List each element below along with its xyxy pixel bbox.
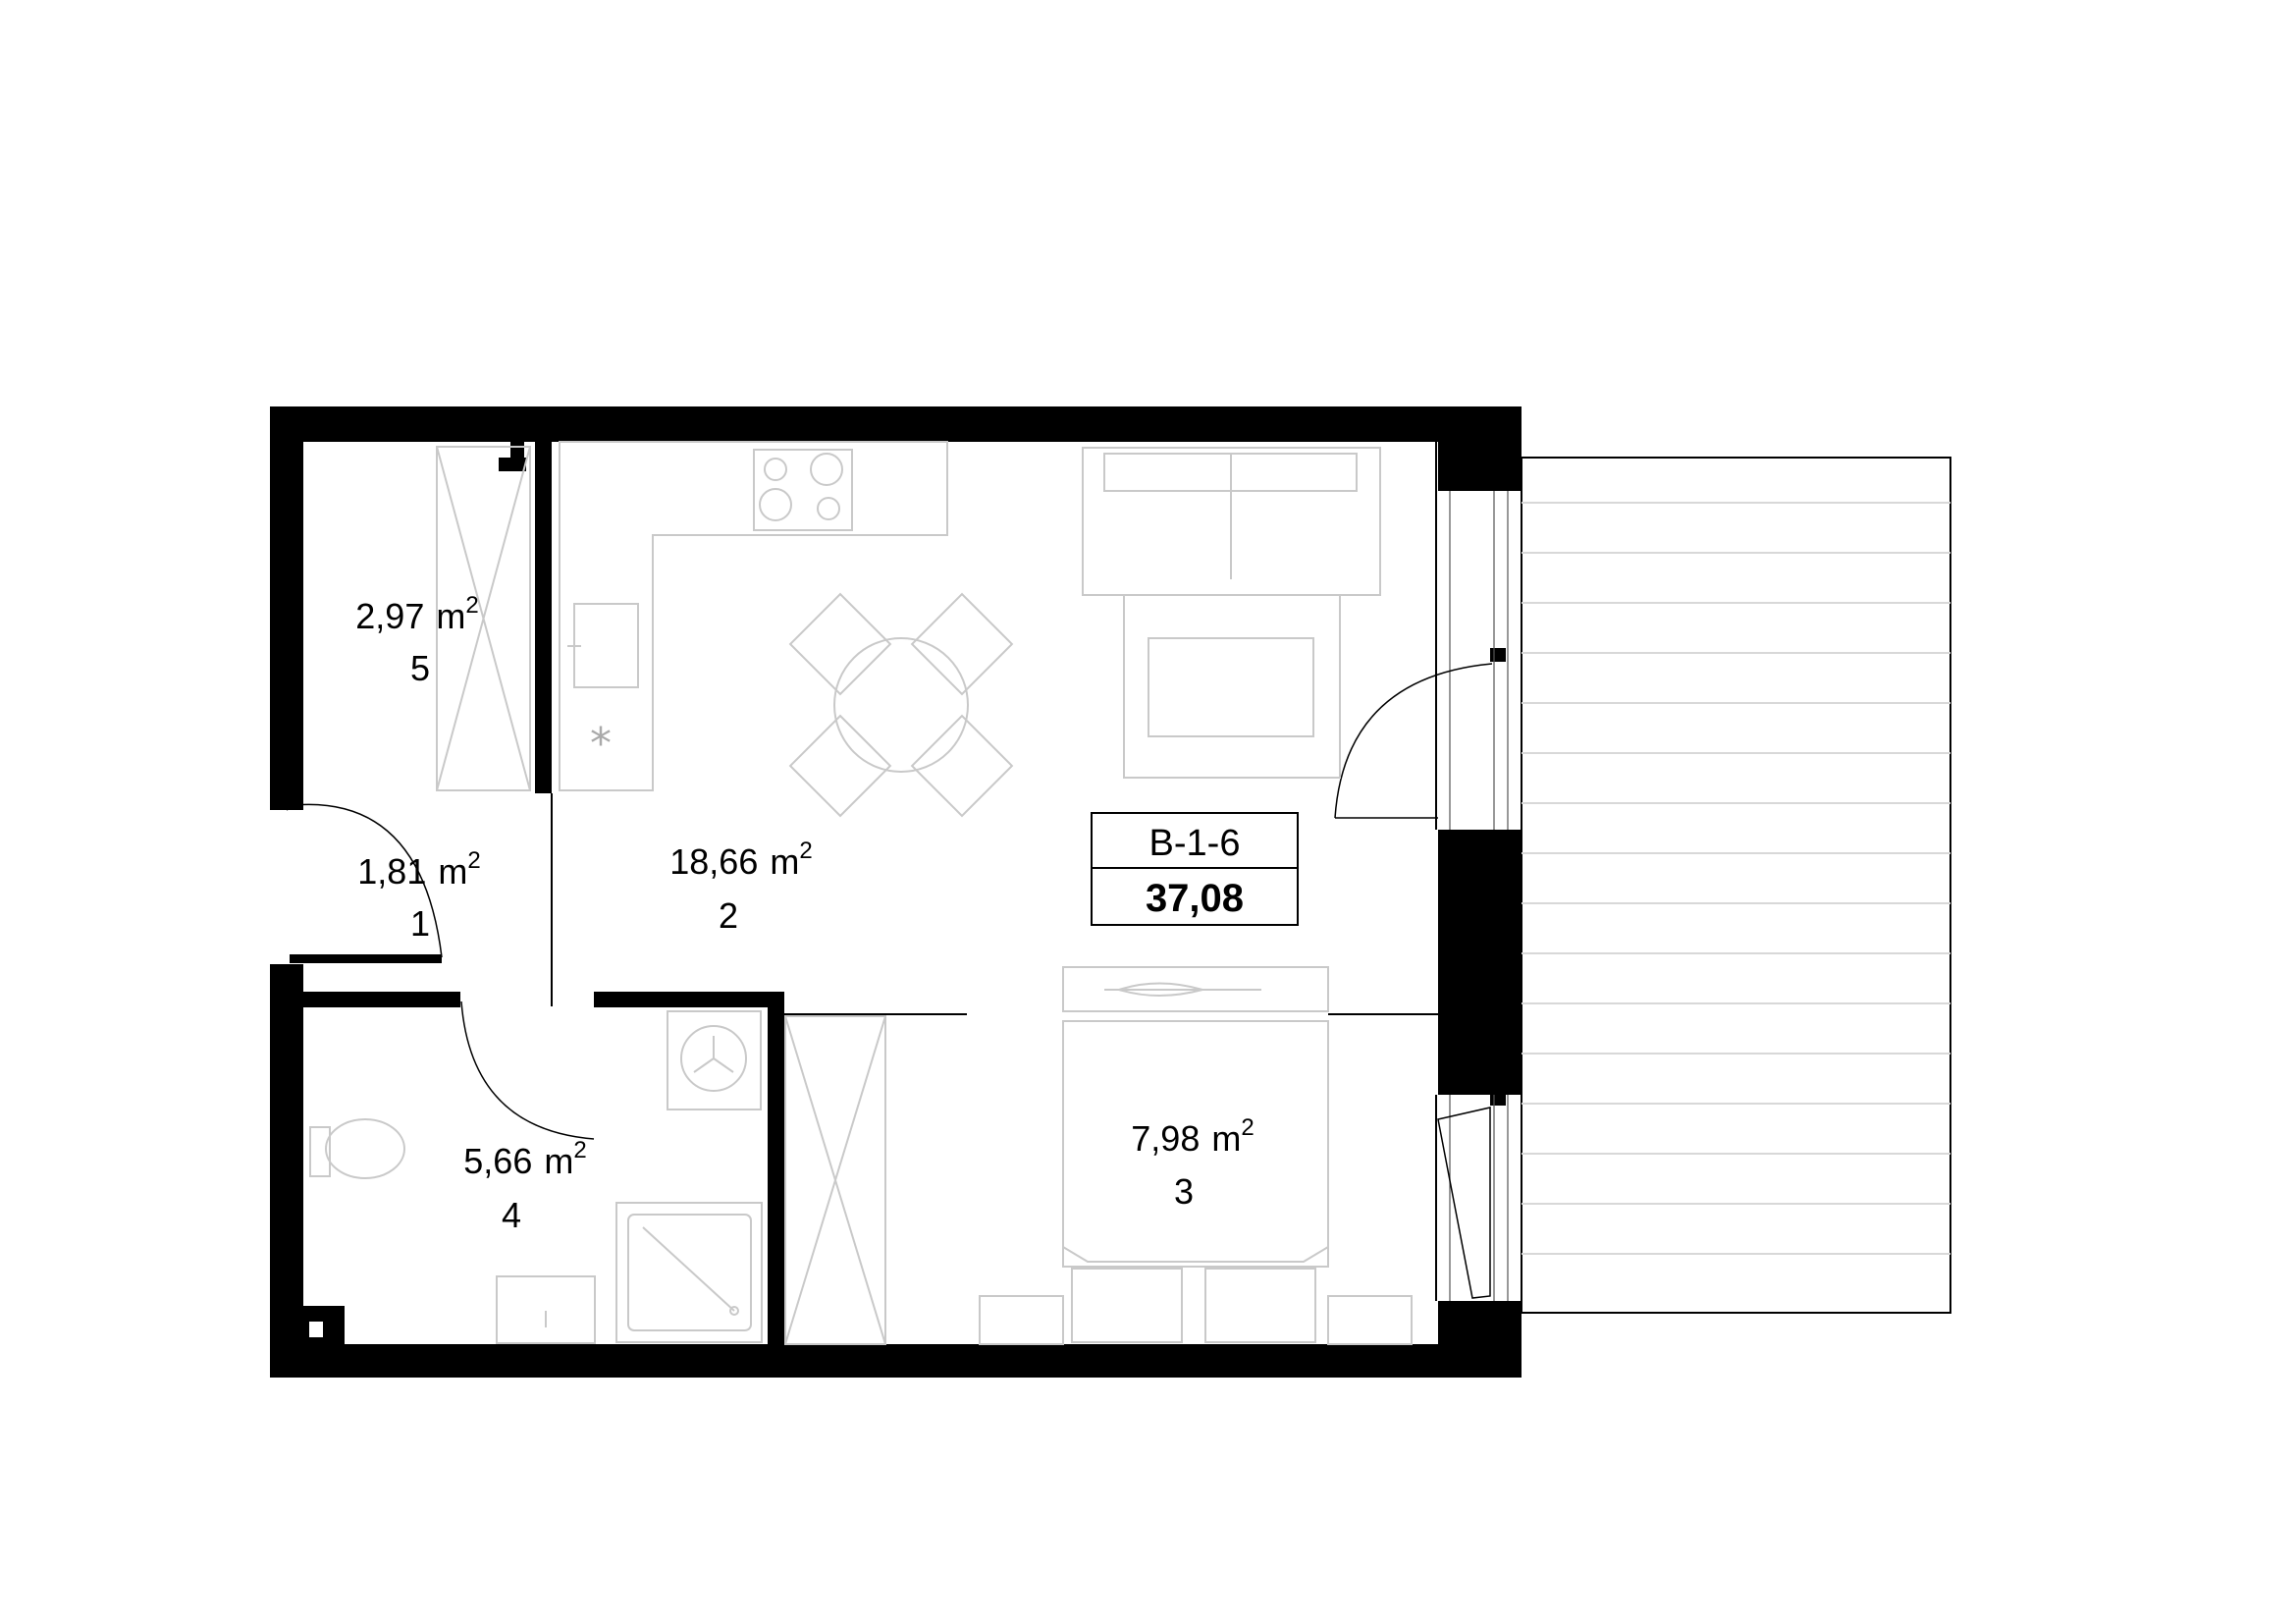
room-5-number: 5	[410, 648, 430, 688]
terrace	[1521, 457, 1951, 1314]
window-mullion-1	[1490, 648, 1506, 662]
wall-right-bottom	[1438, 1301, 1522, 1378]
unit-code-box	[1091, 812, 1299, 869]
unit-area-box	[1091, 867, 1299, 926]
toilet-tank	[309, 1126, 331, 1177]
wall-hall-bottom	[290, 954, 442, 963]
washing-machine-icon	[680, 1025, 747, 1092]
pillow-2	[1204, 1268, 1316, 1343]
chair-4	[910, 714, 1014, 818]
toilet	[325, 1118, 405, 1179]
wall-bath-top-left	[303, 992, 460, 1007]
windows	[1197, 411, 1509, 1301]
chair-2	[910, 592, 1014, 696]
wall-closet-notch-b	[499, 458, 526, 471]
burner-2	[810, 453, 843, 486]
room-3-number: 3	[1174, 1171, 1194, 1212]
window-door-swing	[1437, 1107, 1491, 1299]
wall-right-top	[1438, 406, 1522, 491]
terrace-decking	[1522, 502, 1950, 1255]
wardrobe	[436, 446, 531, 791]
wall-right-mid	[1438, 830, 1522, 1095]
shower-tray	[615, 1202, 763, 1343]
kitchen-sink	[573, 603, 639, 688]
room-4-number: 4	[502, 1195, 521, 1235]
nightstand-right	[1327, 1295, 1413, 1345]
burner-4	[817, 497, 840, 520]
room-2-number: 2	[719, 895, 738, 936]
partitions	[551, 442, 1438, 1301]
sliding-wardrobe	[784, 1015, 886, 1345]
bed-headboard	[1062, 966, 1329, 1012]
wall-bath-right	[768, 992, 784, 1345]
wall-bottom	[270, 1344, 1522, 1378]
dining-table	[833, 637, 969, 773]
wall-left-lower	[270, 964, 303, 1378]
wall-top	[270, 406, 1522, 442]
wall-left-upper	[270, 406, 303, 810]
entrance-door-swing	[294, 803, 443, 958]
pillow-1	[1071, 1268, 1183, 1343]
washing-machine	[667, 1010, 762, 1110]
unit-code: B-1-6	[1149, 823, 1241, 864]
window-mullion-2	[1490, 1092, 1506, 1106]
fridge-snowflake-icon: *	[590, 719, 612, 769]
wall-closet-right	[535, 440, 552, 793]
doors	[286, 663, 1493, 1299]
burner-3	[759, 488, 792, 521]
kitchen-counter	[559, 441, 948, 791]
bed	[1062, 1020, 1329, 1268]
wall-bath-top-right	[594, 992, 780, 1007]
room-1-number: 1	[410, 903, 430, 944]
coffee-table	[1148, 637, 1314, 737]
bathroom-sink	[496, 1275, 596, 1344]
unit-total-area: 37,08	[1146, 877, 1244, 920]
terrace-door-swing	[1334, 663, 1493, 819]
bathroom-door-swing	[460, 1001, 595, 1140]
rug	[1123, 594, 1341, 779]
burner-1	[764, 458, 787, 481]
walls	[270, 406, 1522, 1378]
chair-3	[788, 714, 892, 818]
unit-label: B-1-6 37,08	[1091, 812, 1299, 926]
chair-1	[788, 592, 892, 696]
nightstand-left	[979, 1295, 1064, 1345]
cooktop	[753, 449, 853, 531]
furniture: *	[309, 441, 1413, 1345]
terrace-outline	[1521, 457, 1951, 1314]
